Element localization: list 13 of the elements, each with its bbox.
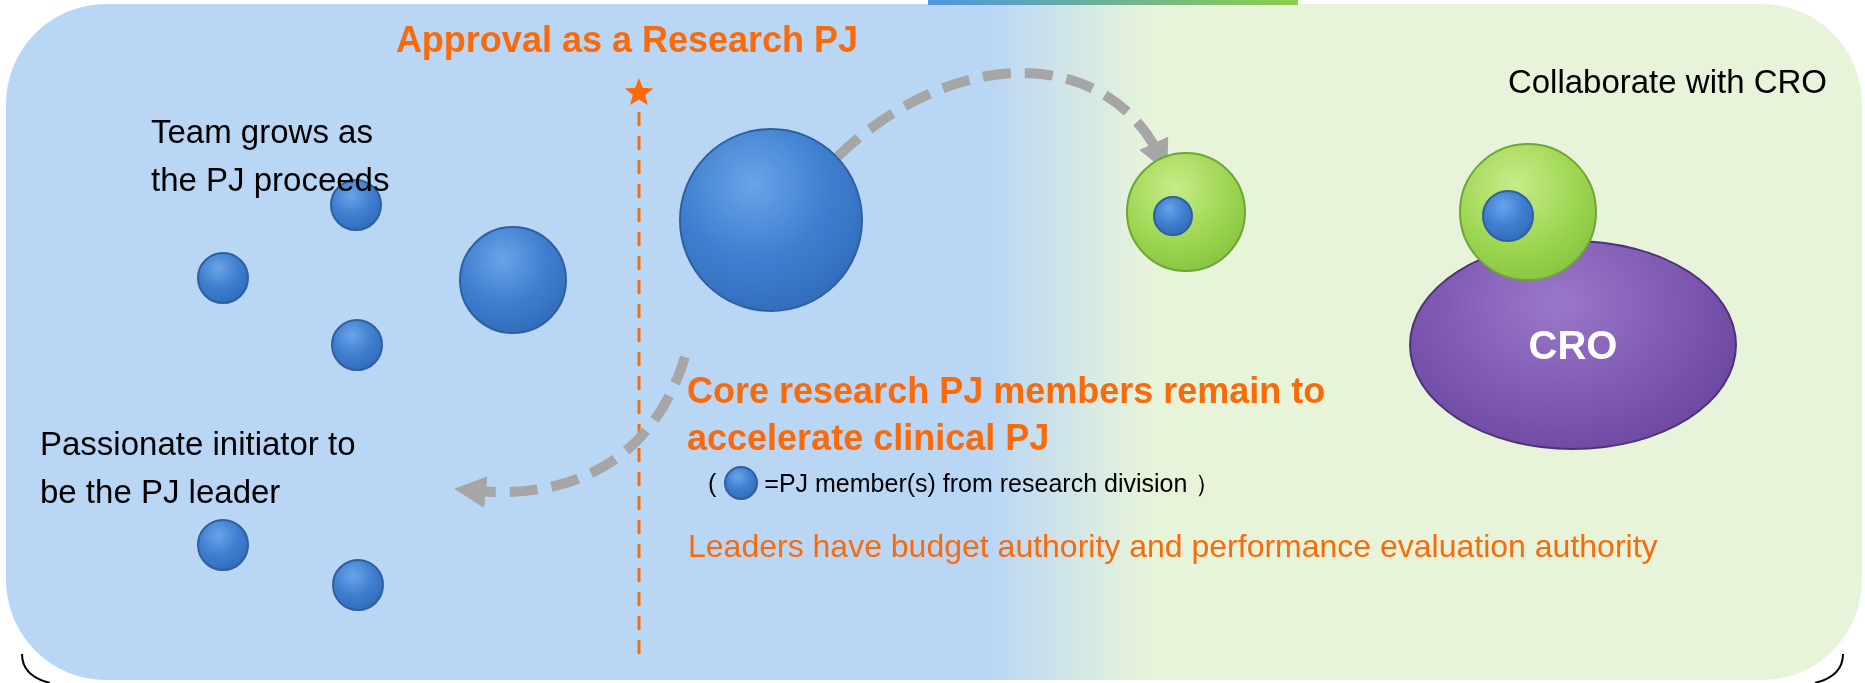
note-text: Team grows as the PJ proceeds	[151, 112, 391, 200]
member-circle	[1153, 196, 1193, 236]
note-text: Collaborate with CRO	[1506, 62, 1827, 102]
bracket-text: (	[708, 468, 717, 498]
curved-arrow	[454, 355, 690, 508]
note-text: Core research PJ members remain to accelerate clinical PJ	[687, 369, 1327, 460]
note-text: Leaders have budget authority and performance evaluation authority	[688, 527, 1658, 566]
heading-text: Approval as a Research PJ	[394, 18, 860, 62]
member-circle	[1482, 190, 1534, 242]
bracket-text: ）	[1195, 468, 1221, 498]
node-label: CRO	[1528, 322, 1618, 368]
legend-text: =PJ member(s) from research division	[764, 468, 1188, 498]
note-text: Passionate initiator to be the PJ leader	[40, 424, 357, 512]
